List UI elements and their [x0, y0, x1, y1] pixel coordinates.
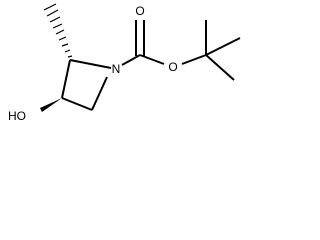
bond-carbonyl-ester-o: [139, 54, 165, 65]
bond-n1-c4: [91, 76, 108, 111]
structure-canvas: N O O HO: [0, 0, 244, 126]
hydroxyl-bold-wedge: [40, 98, 62, 112]
atom-label-nitrogen: N: [112, 62, 121, 76]
bond-n1-c-carbonyl: [121, 54, 141, 66]
bond-tbu-methyl-right: [205, 37, 241, 56]
bond-tbu-methyl-bottom: [205, 54, 235, 81]
atom-label-ester-oxygen: O: [168, 60, 177, 74]
atom-label-carbonyl-oxygen: O: [135, 4, 144, 18]
bond-c3-c2: [61, 59, 71, 99]
bond-c2-n1: [69, 59, 112, 69]
methyl-hashed-wedge: [43, 3, 73, 58]
skeletal-formula: N O O HO: [8, 3, 241, 123]
atom-label-hydroxyl: HO: [8, 109, 26, 123]
bond-ester-o-ctert: [181, 54, 207, 65]
bond-c4-c3: [61, 97, 93, 111]
